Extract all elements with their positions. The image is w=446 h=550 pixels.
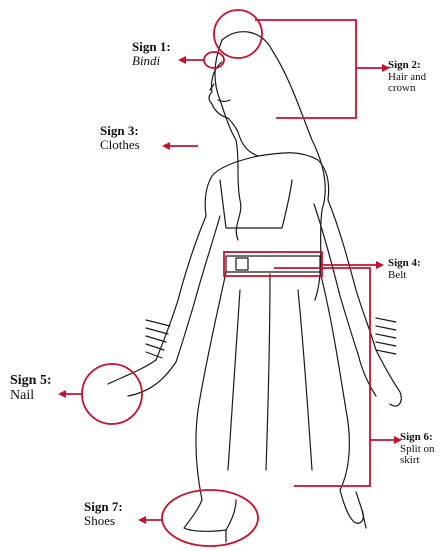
sign-3-text: Clothes [100, 138, 140, 152]
split-bracket [274, 268, 370, 486]
sign-1-text: Bindi [132, 54, 171, 68]
sign-4-text: Belt [388, 270, 421, 282]
sign-4-label: Sign 4: Belt [388, 258, 421, 281]
sign-3-arrowhead [162, 142, 170, 150]
woman-figure [108, 32, 401, 542]
sign-2-title: Sign 2: [388, 60, 444, 72]
sign-2-label: Sign 2: Hair and crown [388, 60, 444, 95]
sign-7-arrowhead [138, 516, 146, 524]
sign-3-title: Sign 3: [100, 124, 140, 138]
sign-5-arrowhead [58, 390, 66, 398]
sign-6-label: Sign 6: Split on skirt [400, 432, 444, 467]
sign-7-text: Shoes [84, 514, 123, 528]
sign-2-text: Hair and crown [388, 72, 444, 95]
sign-6-text: Split on skirt [400, 444, 444, 467]
sign-4-title: Sign 4: [388, 258, 421, 270]
annotation-layer [64, 10, 396, 546]
sign-5-title: Sign 5: [10, 374, 52, 389]
sign-6-title: Sign 6: [400, 432, 444, 444]
sign-7-title: Sign 7: [84, 500, 123, 514]
hair-bracket [255, 20, 356, 118]
sign-7-label: Sign 7: Shoes [84, 500, 123, 527]
sign-4-arrowhead [376, 261, 384, 269]
bindi-highlight-circle [204, 52, 224, 68]
sign-1-label: Sign 1: Bindi [132, 40, 171, 67]
sign-5-label: Sign 5: Nail [10, 374, 52, 403]
sign-3-label: Sign 3: Clothes [100, 124, 140, 151]
nail-highlight-circle [82, 364, 142, 424]
sign-5-text: Nail [10, 389, 52, 404]
sign-1-arrowhead [178, 56, 186, 64]
sign-1-title: Sign 1: [132, 40, 171, 54]
shoes-highlight-ellipse [162, 490, 258, 546]
